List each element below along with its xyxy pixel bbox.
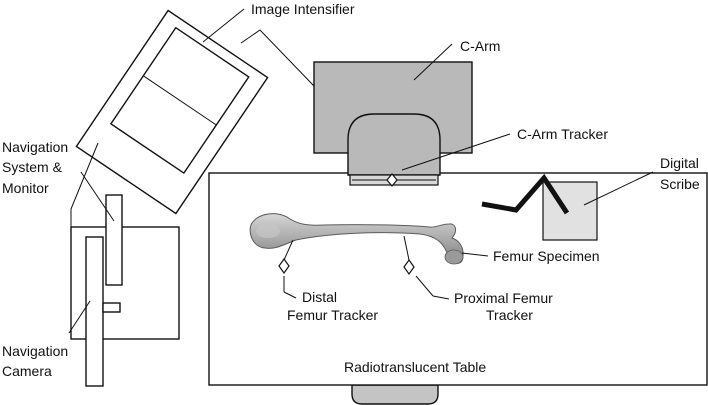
label-femur-specimen: Femur Specimen [493, 248, 600, 264]
navigation-camera-bracket [102, 302, 121, 313]
radiotranslucent-table [208, 172, 708, 405]
label-distal-tracker-line1: Distal [302, 289, 337, 305]
c-arm [313, 61, 473, 187]
navigation-system [70, 194, 180, 387]
label-proximal-tracker-line2: Tracker [486, 307, 533, 323]
label-distal-tracker-line2: Femur Tracker [287, 307, 378, 323]
labels: Image Intensifier C-Arm C-Arm Tracker Di… [2, 1, 700, 379]
c-arm-tracker-marker [386, 173, 398, 187]
scribe-arm [481, 173, 570, 215]
distal-tracker-marker [278, 257, 290, 275]
label-proximal-tracker-line1: Proximal Femur [454, 290, 553, 306]
label-image-intensifier: Image Intensifier [251, 1, 355, 17]
leader-c-arm [413, 43, 453, 81]
femur-bone [249, 213, 464, 264]
label-navigation-system-line2: System & [2, 159, 63, 175]
proximal-femur-tracker [403, 235, 415, 276]
label-digital-scribe-line1: Digital [660, 155, 699, 171]
leader-digital-scribe [583, 171, 654, 206]
c-arm-arm [70, 29, 315, 228]
label-navigation-camera-line1: Navigation [2, 343, 68, 359]
leader-image-intensifier [202, 8, 245, 43]
navigation-camera-stand [85, 236, 104, 387]
leader-c-arm-tracker [401, 133, 511, 171]
distal-femur-tracker [278, 239, 294, 275]
leader-proximal-tracker-tail [432, 295, 450, 300]
label-navigation-system-line3: Monitor [2, 180, 49, 196]
label-digital-scribe-line2: Scribe [660, 176, 700, 192]
leader-lines [68, 8, 654, 334]
proximal-tracker-marker [403, 258, 415, 276]
navigation-monitor [105, 194, 123, 286]
label-c-arm: C-Arm [460, 38, 500, 54]
c-arm-head [347, 113, 441, 176]
leader-navigation-system [80, 171, 115, 222]
image-intensifier [75, 9, 269, 215]
digital-scribe [481, 173, 598, 241]
leader-navigation-camera [68, 300, 91, 334]
femur-specimen [249, 213, 464, 265]
leader-distal-tracker-tail [283, 291, 297, 299]
label-c-arm-tracker: C-Arm Tracker [517, 126, 608, 142]
label-navigation-system-line1: Navigation [2, 139, 68, 155]
label-table: Radiotranslucent Table [344, 359, 486, 375]
leader-proximal-tracker [415, 275, 434, 297]
table-leg [351, 384, 439, 405]
label-navigation-camera-line2: Camera [2, 363, 52, 379]
table-top [208, 172, 708, 386]
leader-femur-specimen [461, 252, 489, 257]
intensifier-divider [143, 75, 217, 126]
